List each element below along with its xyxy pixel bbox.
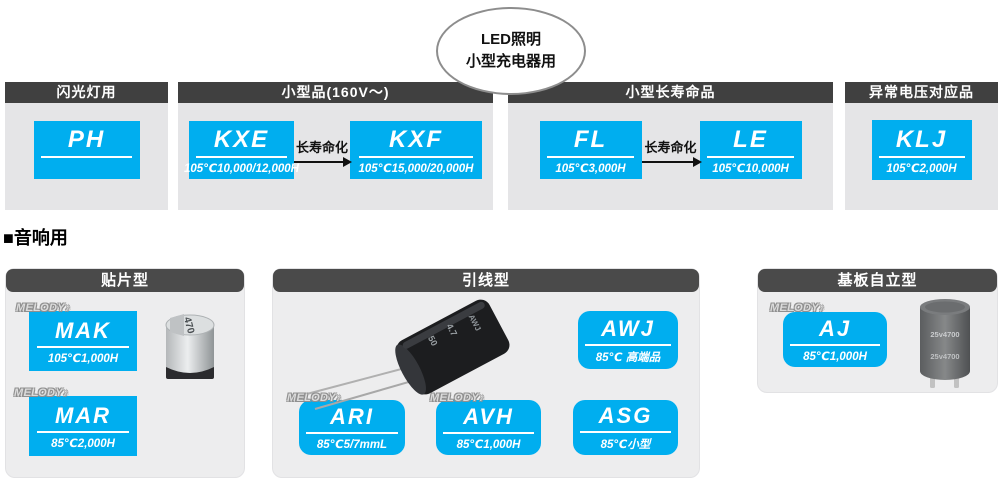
panel-board-standing-title: 基板自立型 [758,269,997,292]
group-long-life-title: 小型长寿命品 [508,82,833,103]
melody-brand-logo: MELODY♪ [14,387,69,399]
series-name: ASG [598,403,653,428]
series-underline [585,343,671,346]
svg-text:25v4700: 25v4700 [930,330,959,339]
series-name: FL [573,125,608,153]
series-spec: 105℃15,000/20,000H [358,162,474,175]
series-box-ari: ARI 85℃5/7mmL [299,400,405,455]
series-underline [443,432,534,434]
group-compact: 小型品(160V～) KXE 105℃10,000/12,000H 长寿命化 K… [178,82,493,210]
svg-text:50: 50 [426,334,440,348]
series-spec: 85℃1,000H [456,439,521,451]
right-arrow-icon [294,157,352,167]
series-spec: 105℃3,000H [555,162,626,175]
right-arrow-icon [641,157,702,167]
series-box-mak: MAK 105℃1,000H [29,311,137,371]
series-underline [706,155,795,158]
series-spec: 85℃2,000H [51,437,115,450]
melody-brand-logo: MELODY♪ [287,392,342,404]
group-abnormal-voltage: 异常电压对应品 KLJ 105℃2,000H [845,82,998,210]
series-spec: 105℃2,000H [886,162,957,175]
group-compact-title: 小型品(160V～) [178,82,493,103]
series-box-ph: PH [33,121,140,179]
series-name: PH [67,126,106,153]
series-underline [580,431,671,433]
group-compact-body: KXE 105℃10,000/12,000H 长寿命化 KXF 105℃15,0… [178,103,493,210]
svg-text:25v4700: 25v4700 [930,352,959,361]
panel-lead-type-title: 引线型 [273,269,699,292]
series-name: MAK [54,317,112,343]
series-spec: 85℃1,000H [803,351,867,363]
snap-in-capacitor-photo: 25v4700 25v4700 [916,295,974,389]
group-long-life: 小型长寿命品 FL 105℃3,000H 长寿命化 LE 105℃10,000H [508,82,833,210]
chip-capacitor-photo: 470 [158,309,222,383]
series-box-kxf: KXF 105℃15,000/20,000H [350,121,482,179]
series-spec: 105℃10,000/12,000H [184,162,299,175]
series-box-mar: MAR 85℃2,000H [29,396,137,456]
series-underline [790,344,880,346]
audio-section-heading: ■音响用 [3,228,68,248]
series-name: KXF [389,125,443,153]
melody-brand-logo: MELODY♪ [430,392,485,404]
series-underline [196,155,287,158]
series-name: MAR [54,402,112,428]
series-underline [359,155,473,158]
series-name: AVH [463,404,514,429]
series-underline [878,155,965,158]
radial-lead-capacitor-photo: 50 4.7 AWJ [285,295,520,417]
series-name: LE [733,125,768,153]
melody-brand-logo: MELODY♪ [770,302,825,314]
led-use-bubble: LED照明 小型充电器用 [436,7,586,95]
series-spec: 85℃5/7mmL [316,439,388,451]
panel-chip-type-title: 贴片型 [6,269,244,292]
melody-brand-logo: MELODY♪ [16,302,71,314]
series-spec: 105℃1,000H [47,352,119,365]
series-box-kxe: KXE 105℃10,000/12,000H [184,121,299,179]
series-underline [40,156,133,158]
series-underline [36,430,130,433]
series-spec: 105℃10,000H [712,162,789,175]
long-life-arrow: 长寿命化 [641,137,702,167]
series-box-klj: KLJ 105℃2,000H [871,120,972,180]
series-box-avh: AVH 85℃1,000H [436,400,541,455]
long-life-arrow-label: 长寿命化 [644,140,697,155]
series-spec: 85℃ 高端品 [595,351,661,364]
series-name: ARI [330,404,374,429]
group-abnormal-voltage-body: KLJ 105℃2,000H [845,103,998,210]
panel-chip-type: 贴片型 MELODY♪ MAK 105℃1,000H 470 MELODY♪ [5,268,245,478]
series-box-asg: ASG 85℃小型 [573,400,678,455]
series-name: KLJ [895,125,948,153]
series-box-le: LE 105℃10,000H [699,121,802,179]
panel-lead-type: 引线型 50 4.7 AWJ AWJ 85℃ 高端品 MELODY♪ [272,268,700,478]
group-abnormal-voltage-title: 异常电压对应品 [845,82,998,103]
panel-board-standing-type: 基板自立型 MELODY♪ AJ 85℃1,000H 25v4700 25v47… [757,268,998,393]
series-box-aj: AJ 85℃1,000H [783,312,887,367]
group-flash-lamp: 闪光灯用 PH [5,82,168,210]
long-life-arrow-label: 长寿命化 [295,140,348,155]
series-name: KXE [213,125,270,153]
group-flash-lamp-body: PH [5,103,168,210]
series-underline [546,155,635,158]
group-flash-lamp-title: 闪光灯用 [5,82,168,103]
series-underline [36,345,130,348]
bubble-line-2: 小型充电器用 [465,53,556,70]
series-underline [306,432,398,434]
series-name: AWJ [601,315,655,341]
long-life-arrow: 长寿命化 [294,137,352,167]
svg-text:470: 470 [181,316,196,335]
group-long-life-body: FL 105℃3,000H 长寿命化 LE 105℃10,000H [508,103,833,210]
bubble-line-1: LED照明 [480,31,541,49]
series-name: AJ [818,316,852,341]
series-spec: 85℃小型 [600,439,651,451]
series-box-awj: AWJ 85℃ 高端品 [578,311,678,369]
series-box-fl: FL 105℃3,000H [539,121,642,179]
